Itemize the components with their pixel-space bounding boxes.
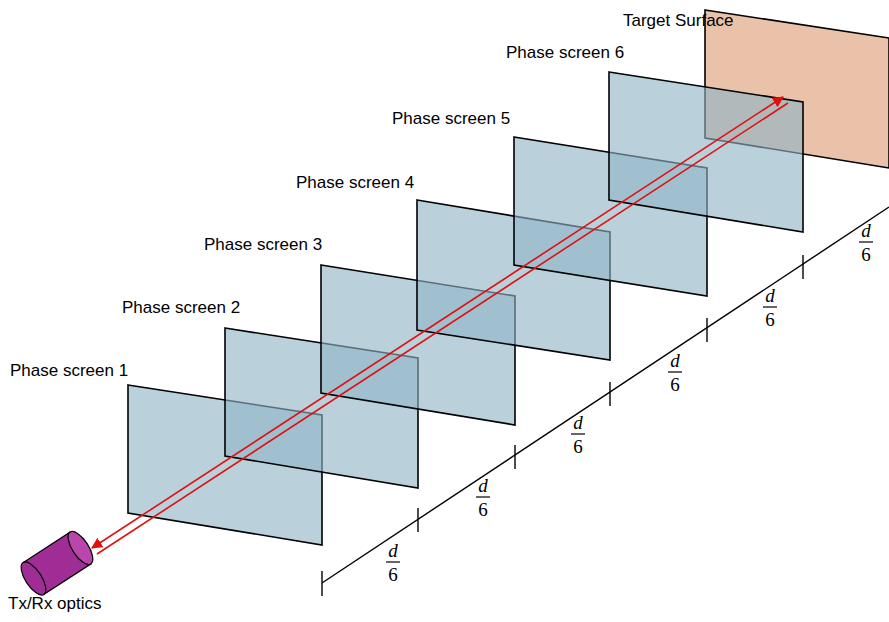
dimension-label: 6	[478, 500, 488, 519]
tx-rx-optics	[16, 528, 97, 599]
dimension-label: 6	[573, 437, 583, 456]
screen-label: Target Surface	[623, 12, 734, 31]
screen-label: Phase screen 2	[122, 299, 240, 318]
dimension-line	[322, 207, 889, 596]
dimension-label: d	[478, 476, 488, 495]
fraction-bars	[386, 242, 873, 562]
screen-label: Phase screen 3	[204, 236, 322, 255]
laser-beam	[92, 97, 788, 554]
dimension-label: d	[670, 351, 680, 370]
dimension-label: 6	[670, 375, 680, 394]
dimension-label: d	[573, 413, 583, 432]
dimension-label: 6	[861, 245, 871, 264]
dimension-label: d	[388, 541, 398, 560]
part-label: Tx/Rx optics	[8, 595, 102, 614]
screen-label: Phase screen 1	[10, 362, 128, 381]
dimension-label: d	[765, 286, 775, 305]
screen-label: Phase screen 6	[506, 44, 624, 63]
screen-label: Phase screen 4	[296, 174, 414, 193]
dimension-label: d	[861, 221, 871, 240]
screen-label: Phase screen 5	[392, 110, 510, 129]
dimension-label: 6	[388, 565, 398, 584]
dimension-label: 6	[765, 310, 775, 329]
